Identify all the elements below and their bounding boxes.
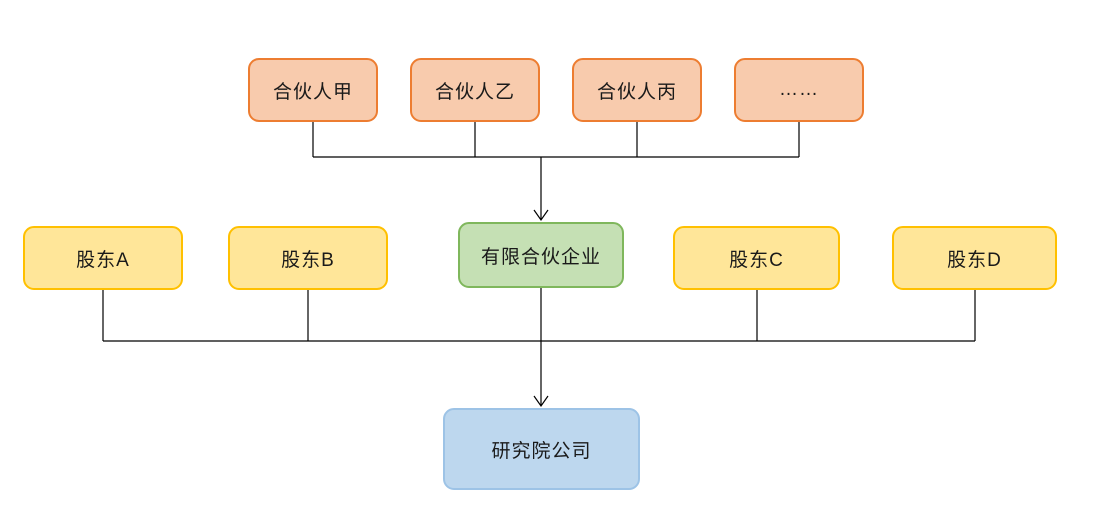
arrowhead-research (533, 395, 549, 408)
node-shareholder-d: 股东D (892, 226, 1057, 290)
node-shareholder-a: 股东A (23, 226, 183, 290)
node-partner-b: 合伙人乙 (410, 58, 540, 122)
node-partner-more: …… (734, 58, 864, 122)
node-shareholder-c: 股东C (673, 226, 840, 290)
arrowhead-partnership (533, 209, 549, 222)
node-partner-a: 合伙人甲 (248, 58, 378, 122)
node-limited-partnership: 有限合伙企业 (458, 222, 624, 288)
node-shareholder-b: 股东B (228, 226, 388, 290)
node-research-company: 研究院公司 (443, 408, 640, 490)
node-partner-c: 合伙人丙 (572, 58, 702, 122)
